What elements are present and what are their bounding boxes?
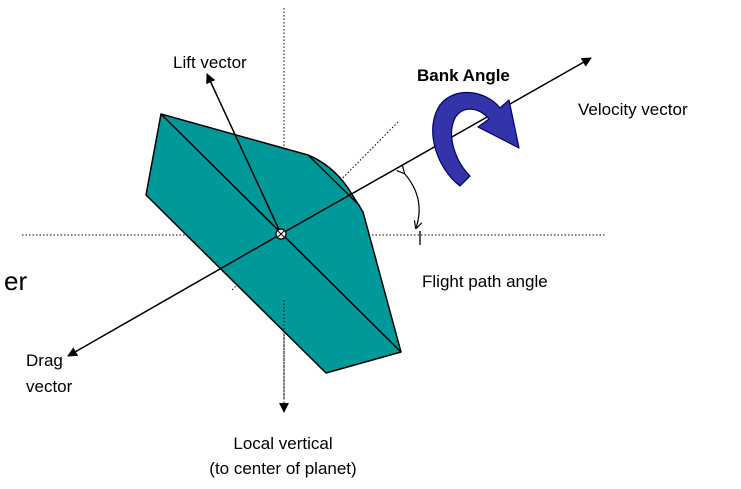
- drag-vector-arrow: [67, 233, 282, 357]
- lift-vector-label: Lift vector: [173, 53, 247, 72]
- center-of-mass-marker: [275, 228, 287, 240]
- local-vertical-label-line2: (to center of planet): [209, 459, 356, 478]
- vehicle-body: [145, 113, 402, 374]
- lift-vector-arrow: [206, 73, 282, 235]
- clipped-text-fragment: er: [4, 266, 27, 296]
- flight-path-angle-label: Flight path angle: [422, 272, 548, 291]
- velocity-vector-label: Velocity vector: [578, 100, 688, 119]
- bank-angle-arrow-icon: [432, 91, 520, 187]
- drag-vector-label-line2: vector: [26, 377, 73, 396]
- drag-vector-label-line1: Drag: [26, 351, 63, 370]
- bank-angle-label: Bank Angle: [417, 66, 510, 85]
- local-vertical-label-line1: Local vertical: [233, 434, 332, 453]
- nose-cap-line: [307, 154, 361, 207]
- flight-path-angle-arc: [404, 173, 419, 228]
